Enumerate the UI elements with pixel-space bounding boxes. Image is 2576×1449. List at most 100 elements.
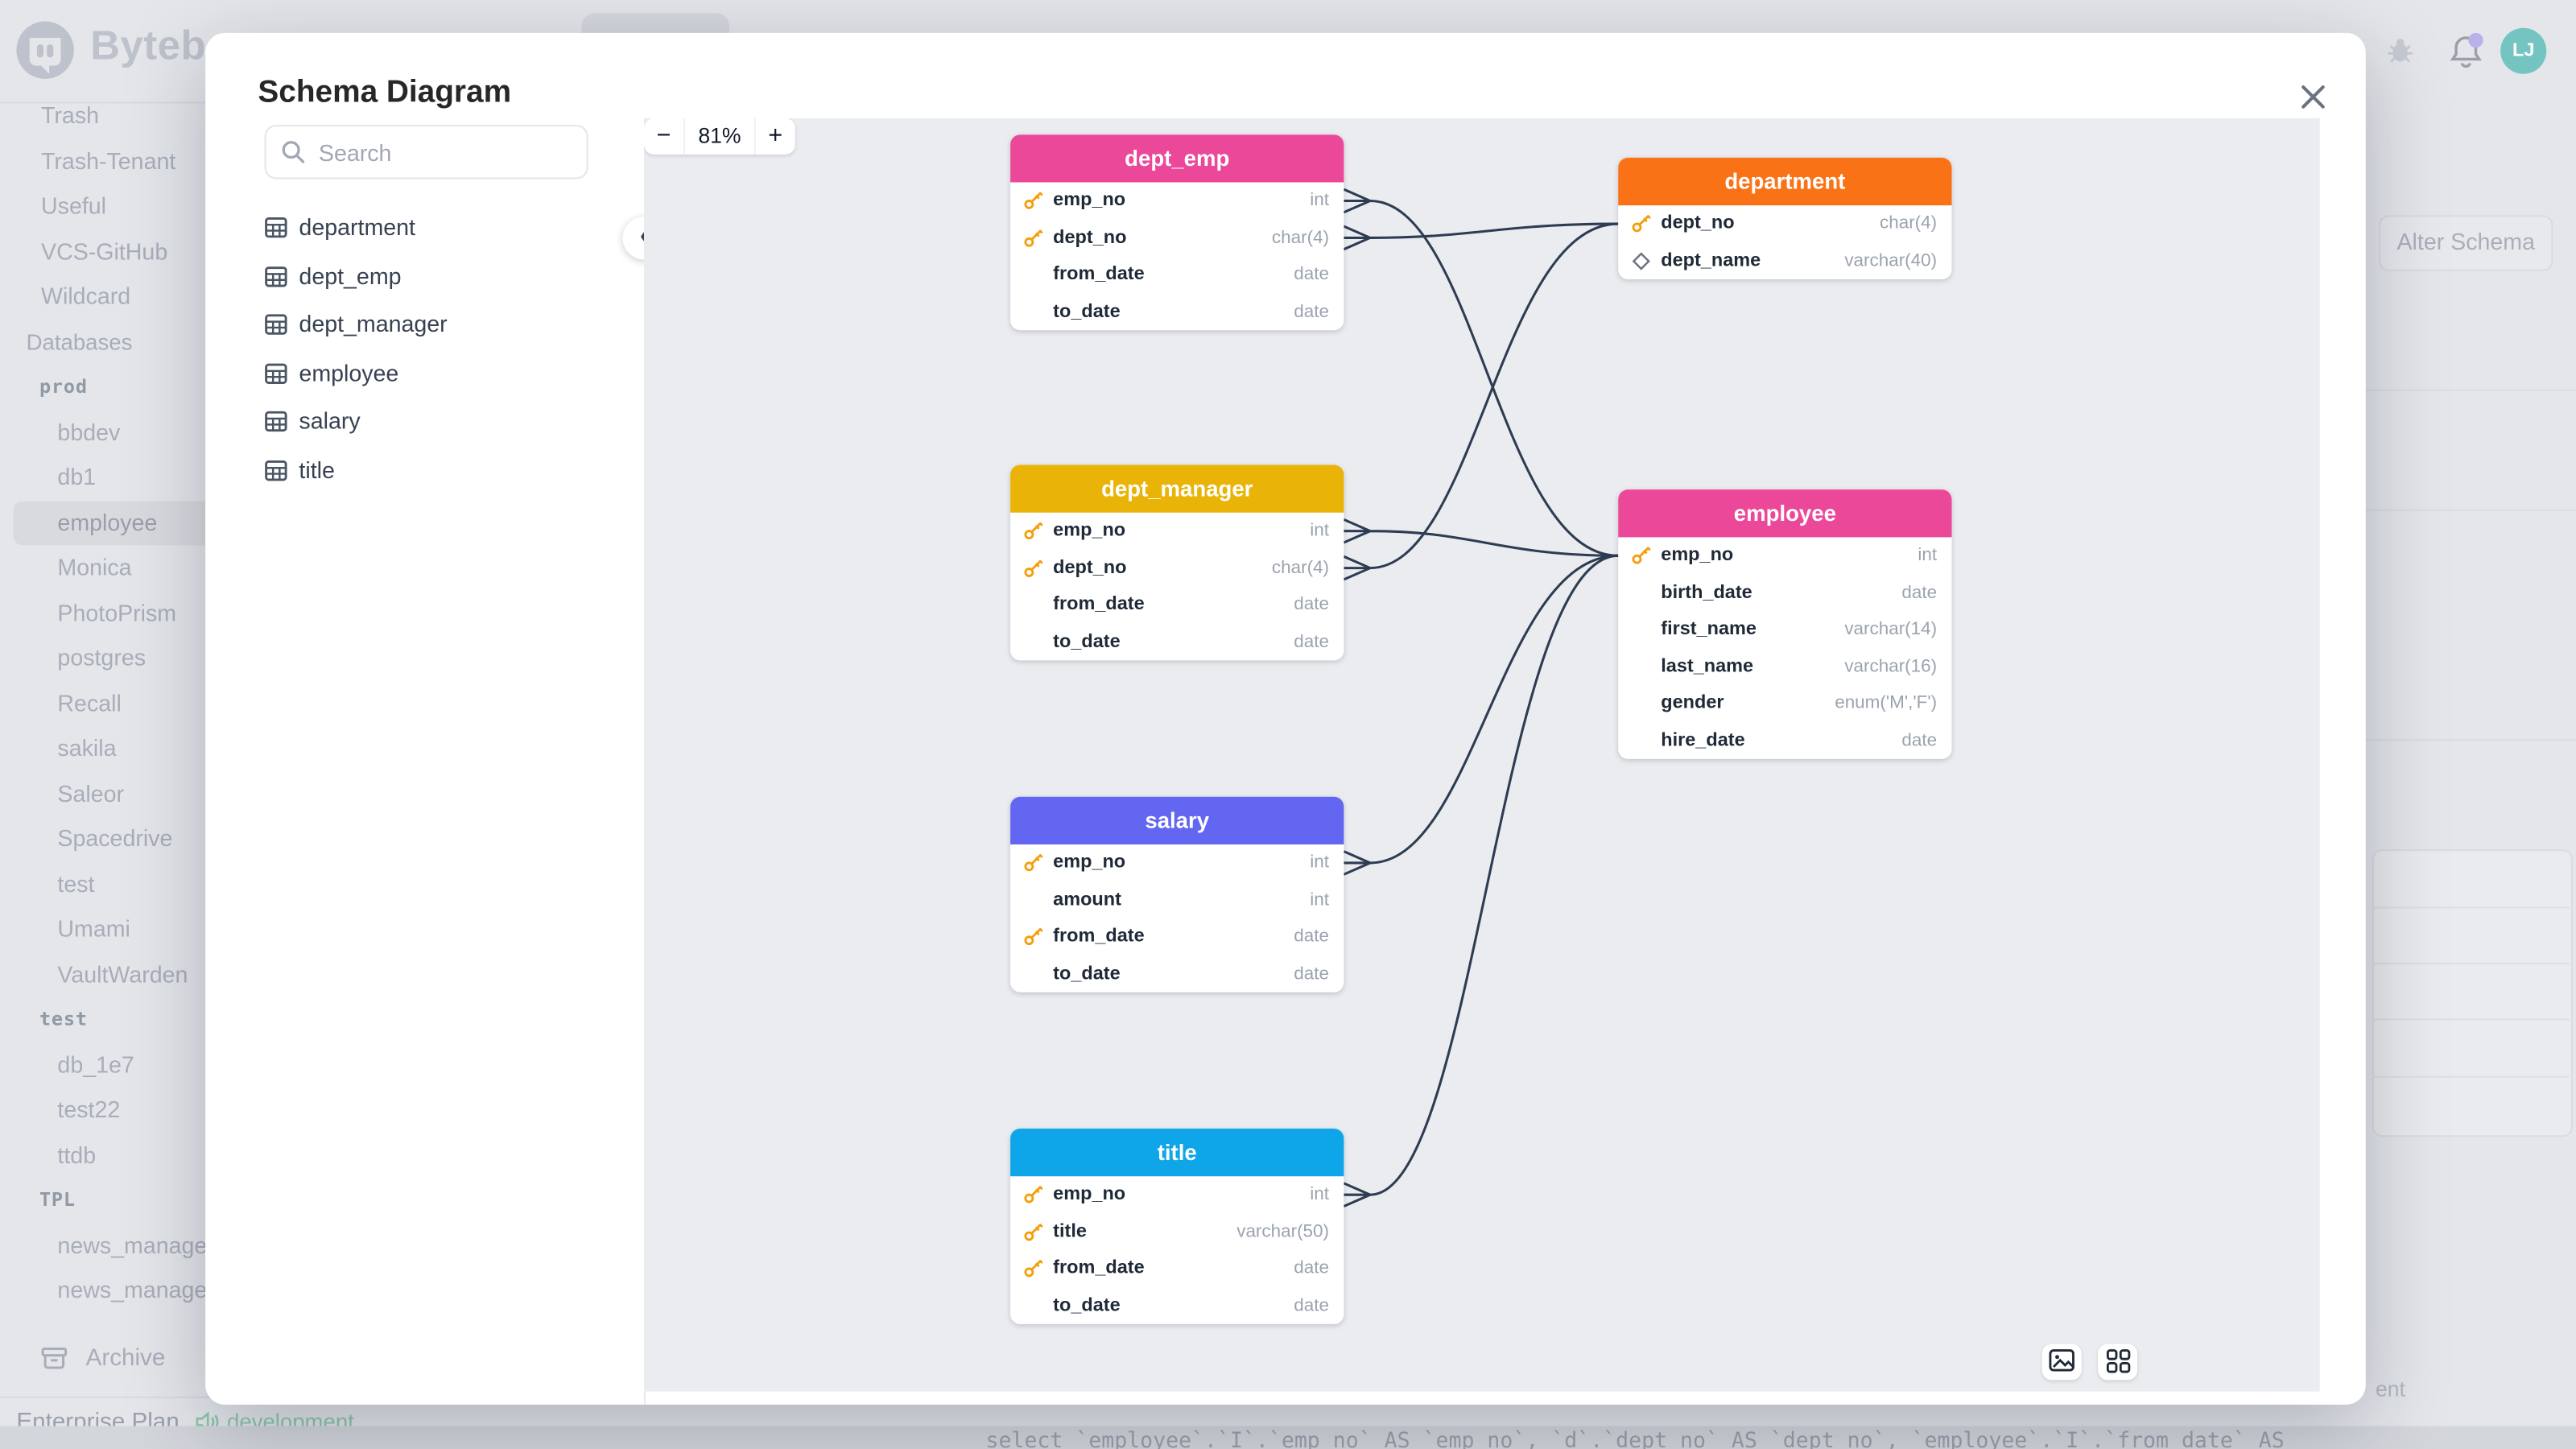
close-button[interactable] — [2285, 69, 2341, 125]
table-list-item-dept_manager[interactable]: dept_manager — [265, 300, 634, 349]
fk-edge-salary-employee — [1343, 554, 1619, 876]
column-type: date — [1901, 730, 1938, 750]
table-list-label: dept_emp — [299, 262, 402, 289]
table-list-item-department[interactable]: department — [265, 204, 634, 252]
modal-title: Schema Diagram — [258, 75, 512, 110]
sidebar-item-archive: Archive — [41, 1339, 485, 1378]
sidebar-item-trash: Trash — [41, 101, 100, 129]
sidebar-database-test: test — [57, 869, 95, 897]
column-row-emp_no: emp_no int — [1618, 537, 1951, 574]
column-type: date — [1294, 631, 1330, 652]
table-list-item-employee[interactable]: employee — [265, 349, 634, 398]
column-type: varchar(14) — [1844, 619, 1938, 639]
table-search — [264, 125, 588, 180]
primary-key-icon — [1024, 1260, 1043, 1278]
zoom-in-button[interactable]: + — [768, 122, 783, 150]
column-name: dept_name — [1661, 250, 1761, 270]
table-list-label: employee — [299, 358, 399, 386]
column-name: dept_no — [1661, 213, 1735, 233]
column-row-hire_date: hire_date date — [1618, 722, 1951, 759]
search-input[interactable] — [315, 128, 582, 176]
table-list-label: title — [299, 456, 335, 482]
column-row-from_date: from_date date — [1010, 1250, 1344, 1287]
export-image-button[interactable] — [2041, 1344, 2082, 1381]
close-icon — [2301, 85, 2325, 109]
sidebar-database-recall: Recall — [57, 689, 122, 716]
sidebar-database-monica: Monica — [57, 553, 132, 580]
search-icon — [282, 141, 305, 163]
column-name: hire_date — [1661, 730, 1745, 750]
image-icon — [2049, 1349, 2074, 1372]
table-icon — [265, 266, 287, 287]
index-diamond-icon — [1632, 251, 1650, 270]
table-node-title: dept_emp — [1010, 134, 1344, 183]
table-node-title: department — [1618, 157, 1952, 206]
fk-edge-dept_manager-employee — [1343, 518, 1619, 557]
column-type: int — [1918, 545, 1938, 566]
notification-bell-icon — [2450, 32, 2483, 68]
archive-icon — [41, 1347, 68, 1369]
table-node-title: employee — [1618, 489, 1952, 538]
background-row-divider — [2372, 1075, 2570, 1078]
sidebar-database-db1: db1 — [57, 463, 97, 490]
schema-diagram-modal: Schema Diagram department dept_emp dept_ma… — [205, 32, 2366, 1405]
background-card — [2372, 849, 2573, 1137]
databases-heading: Databases — [26, 329, 133, 354]
column-type: enum('M','F') — [1835, 693, 1938, 713]
column-type: varchar(16) — [1844, 656, 1938, 676]
column-type: date — [1294, 1258, 1330, 1278]
sql-preview-bar: select `employee`.`I`.`emp_no` AS `emp_n… — [0, 1426, 2576, 1449]
column-name: title — [1053, 1221, 1087, 1241]
sidebar-database-news_manage: news_manage — [57, 1231, 208, 1258]
sidebar-database-spacedrive: Spacedrive — [57, 824, 173, 852]
primary-key-icon — [1024, 229, 1043, 246]
environment-label-prod: prod — [39, 374, 88, 398]
table-list-item-salary[interactable]: salary — [265, 398, 634, 446]
table-node-dept_emp[interactable]: dept_emp emp_no int dept_no char(4) from_date… — [1010, 134, 1344, 331]
column-type: date — [1294, 927, 1330, 947]
column-name: last_name — [1661, 656, 1754, 676]
column-name: birth_date — [1661, 582, 1752, 602]
sidebar-database-photoprism: PhotoPrism — [57, 598, 177, 625]
table-icon — [265, 314, 287, 335]
column-name: dept_no — [1053, 227, 1127, 248]
column-type: int — [1310, 190, 1330, 211]
zoom-level: 81% — [683, 118, 756, 155]
column-name: amount — [1053, 890, 1121, 910]
table-list-item-title[interactable]: title — [265, 446, 634, 494]
sql-preview-text: select `employee`.`I`.`emp_no` AS `emp_n… — [985, 1429, 2285, 1449]
table-node-title: title — [1010, 1129, 1344, 1177]
column-name: emp_no — [1053, 852, 1126, 873]
column-type: char(4) — [1271, 557, 1330, 578]
table-icon — [265, 411, 287, 432]
primary-key-icon — [1024, 559, 1043, 576]
column-name: emp_no — [1053, 190, 1126, 211]
column-name: from_date — [1053, 1258, 1145, 1278]
sidebar-database-bbdev: bbdev — [57, 418, 121, 445]
column-row-last_name: last_name varchar(16) — [1618, 648, 1951, 685]
table-icon — [265, 460, 287, 481]
table-list-label: dept_manager — [299, 310, 448, 337]
zoom-out-button[interactable]: − — [656, 122, 671, 150]
auto-layout-button[interactable] — [2098, 1344, 2138, 1381]
column-type: char(4) — [1271, 227, 1330, 248]
table-list-item-dept_emp[interactable]: dept_emp — [265, 252, 634, 300]
column-name: emp_no — [1661, 545, 1734, 566]
